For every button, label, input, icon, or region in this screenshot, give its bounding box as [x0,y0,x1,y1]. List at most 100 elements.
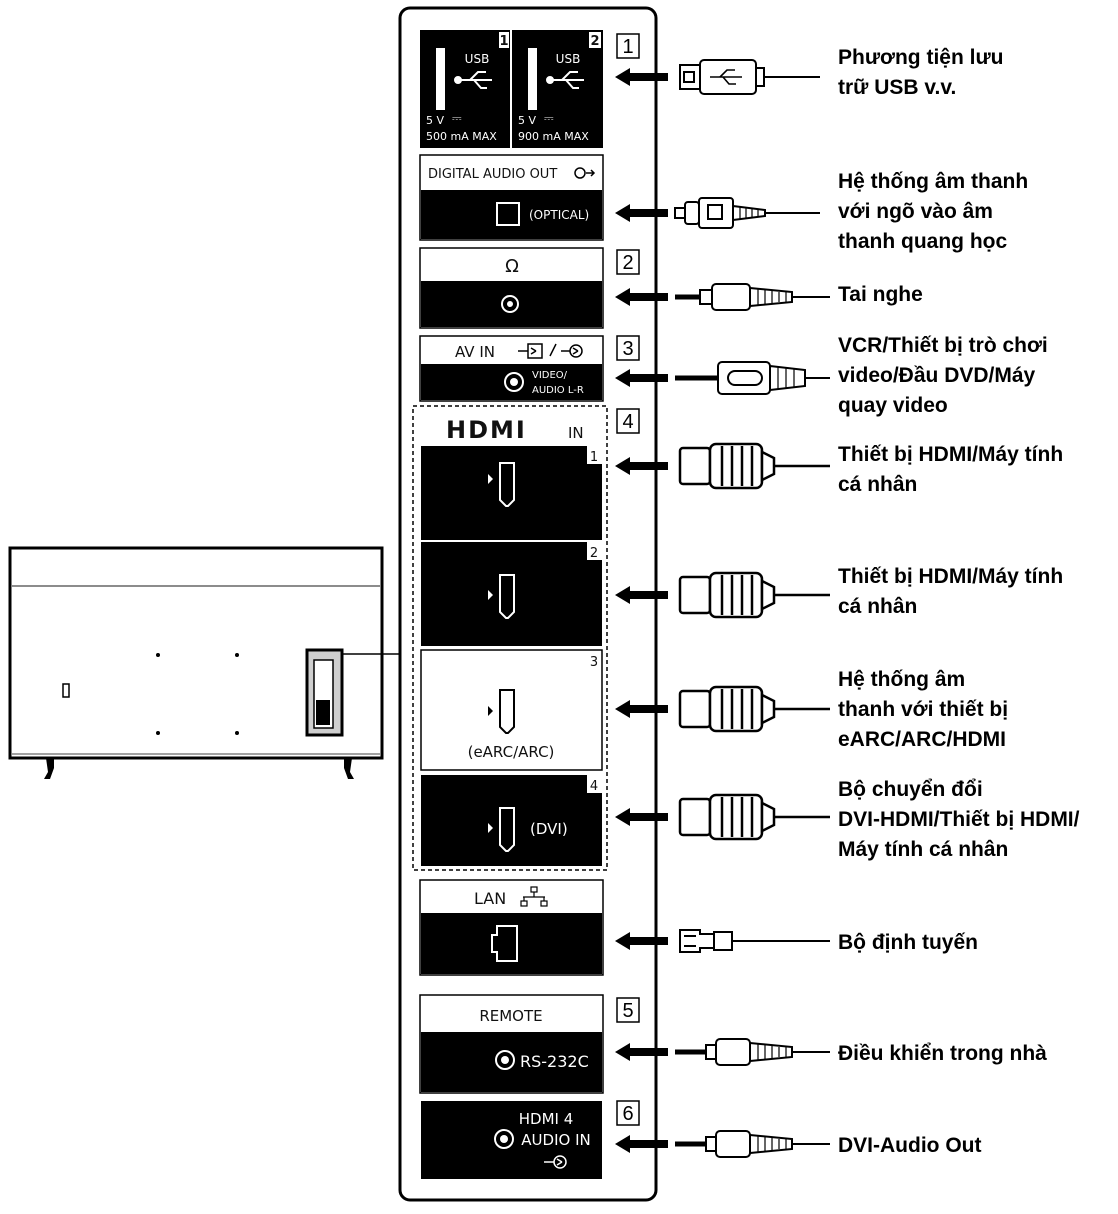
arrow-hdmi3 [615,700,668,718]
usb1-dc-symbol: ⎓ [452,111,462,125]
hdmi-port-4: 4 (DVI) [421,775,602,866]
svg-text:quay video: quay video [838,394,948,417]
optical-out-icon [574,167,596,179]
label-lan: Bộ định tuyến [838,931,978,954]
lan-label: LAN [474,889,506,908]
svg-text:với ngõ vào âm: với ngõ vào âm [838,200,993,223]
remote-label: REMOTE [479,1007,542,1025]
svg-text:5: 5 [622,1000,633,1022]
optical-plug [674,197,820,229]
usb-plug [679,59,820,95]
arrow-hdmi1 [615,457,668,475]
hdmi-port-1: 1 [421,446,602,540]
dvi-label: (DVI) [530,820,568,838]
svg-text:Thiết bị HDMI/Máy tính: Thiết bị HDMI/Máy tính [838,565,1063,588]
callout-number-3: 3 [616,335,640,361]
digital-audio-out-port: DIGITAL AUDIO OUT (OPTICAL) [419,154,604,241]
svg-text:Bộ chuyển đổi: Bộ chuyển đổi [838,778,983,801]
rca-jack-icon [494,1129,514,1149]
callout-number-4: 4 [616,408,640,434]
hdmi-port-3: 3 (eARC/ARC) [420,649,603,771]
svg-text:4: 4 [622,411,633,433]
hdmi-port-2-number: 2 [590,546,598,561]
hdmi-port-icon [488,689,515,734]
label-hdmi3: Hệ thống âm thanh với thiết bị eARC/ARC/… [838,668,1008,751]
svg-text:Điều khiển trong nhà: Điều khiển trong nhà [838,1042,1047,1065]
svg-text:Tai nghe: Tai nghe [838,283,923,306]
optical-label: (OPTICAL) [529,208,589,222]
hdmi4-audio-in-port: HDMI 4 AUDIO IN [421,1101,602,1179]
usb1-number: 1 [499,34,508,49]
svg-text:2: 2 [622,252,633,274]
mini-jack-plug [675,361,830,395]
hdmi-logo: HDMI [446,416,527,444]
usb2-label: USB [556,52,581,66]
lan-port: LAN [419,879,604,976]
callout-number-6: 6 [616,1100,640,1126]
callout-number-1: 1 [616,33,640,59]
lan-network-icon [520,886,548,907]
av-in-label: AV IN [455,343,495,361]
connection-arrows [615,68,668,1153]
hdmi-in-header: HDMI IN [446,416,584,444]
callout-number-5: 5 [616,997,640,1023]
mini-jack-plug [675,1038,830,1066]
hdmi-port-2: 2 [421,542,602,646]
av-input-icon [544,1155,567,1169]
svg-text:3: 3 [622,338,633,360]
label-remote: Điều khiển trong nhà [838,1042,1047,1065]
headphone-icon: Ω [505,256,519,277]
video-audio-label-2: AUDIO L-R [532,385,584,396]
callout-number-2: 2 [616,249,640,275]
video-audio-label-1: VIDEO/ [532,370,568,381]
svg-text:cá nhân: cá nhân [838,595,917,618]
usb2-number: 2 [590,34,599,49]
tv-back-view [8,546,400,779]
arrow-usb [615,68,668,86]
rj45-plug [679,929,830,953]
label-av: VCR/Thiết bị trò chơi video/Đầu DVD/Máy … [838,334,1048,417]
arrow-remote [615,1043,668,1061]
svg-text:eARC/ARC/HDMI: eARC/ARC/HDMI [838,728,1006,751]
arrow-hdmi2 [615,586,668,604]
arrow-optical [615,204,668,222]
svg-text:VCR/Thiết bị trò chơi: VCR/Thiết bị trò chơi [838,334,1048,357]
rca-jack-icon [495,1050,515,1070]
hdmi-port-icon [488,807,515,852]
label-hdmi1: Thiết bị HDMI/Máy tính cá nhân [838,443,1063,496]
usb2-dc-symbol: ⎓ [544,111,554,125]
usb1-voltage: 5 V [426,114,444,127]
usb-icon [454,71,492,89]
label-headphones: Tai nghe [838,283,923,306]
rs232c-label: RS-232C [520,1052,589,1071]
label-hdmi4: Bộ chuyển đổi DVI-HDMI/Thiết bị HDMI/ Má… [838,778,1080,861]
hdmi-port-4-number: 4 [590,779,598,794]
label-optical: Hệ thống âm thanh với ngõ vào âm thanh q… [838,170,1028,253]
label-hdmi2: Thiết bị HDMI/Máy tính cá nhân [838,565,1063,618]
usb2-voltage: 5 V [518,114,536,127]
usb1-current: 500 mA MAX [426,130,497,143]
arrow-lan [615,932,668,950]
svg-text:6: 6 [622,1103,633,1125]
hdmi-plug [678,442,830,490]
svg-text:1: 1 [622,36,633,58]
hdmi-plug [678,793,830,841]
svg-text:Hệ thống âm thanh: Hệ thống âm thanh [838,170,1028,193]
svg-text:Bộ định tuyến: Bộ định tuyến [838,931,978,954]
svg-text:cá nhân: cá nhân [838,473,917,496]
label-dvi-audio: DVI-Audio Out [838,1134,981,1157]
av-in-port: AV IN VIDEO/ AUDIO L-R [419,335,604,402]
usb-port-1: 1 USB 5 V ⎓ 500 mA MAX [420,30,510,148]
arrow-hdmi4 [615,808,668,826]
remote-port: REMOTE RS-232C [419,994,604,1094]
hdmi-plug [678,571,830,619]
av-input-icon [518,343,583,359]
arrow-headphone [615,288,668,306]
hdmi-plug [678,685,830,733]
digital-audio-out-label: DIGITAL AUDIO OUT [428,167,557,182]
svg-text:thanh quang học: thanh quang học [838,230,1007,253]
usb2-current: 900 mA MAX [518,130,589,143]
hdmi-port-icon [488,462,515,507]
